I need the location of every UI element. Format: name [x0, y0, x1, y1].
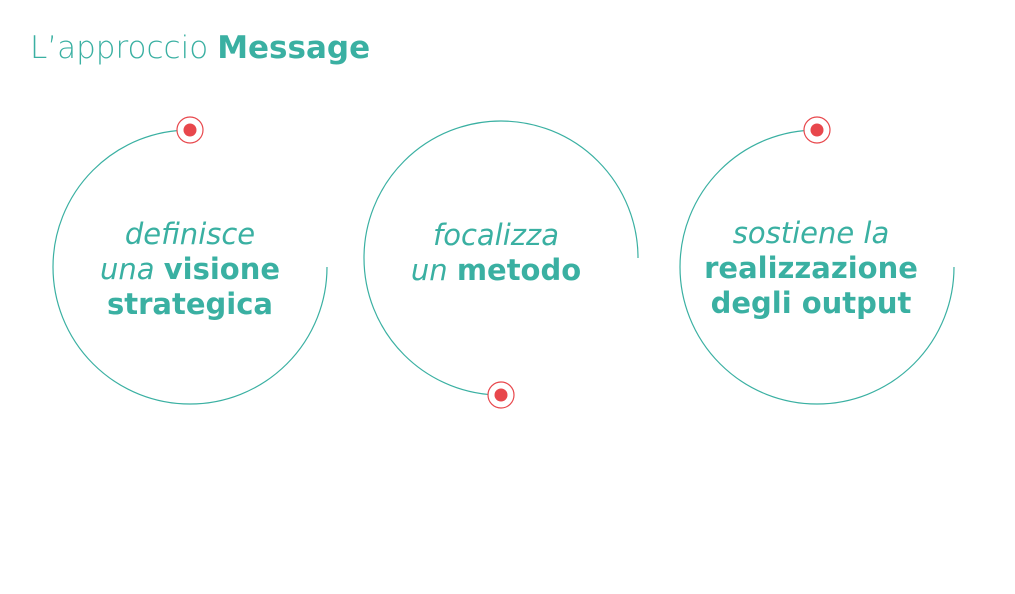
step-1-article: una — [99, 252, 155, 286]
step-2-line-2: un metodo — [366, 253, 626, 288]
step-3-keyword-1: realizzazione — [704, 251, 918, 285]
step-3-line-3: degli output — [681, 286, 941, 321]
step-2-verb: focalizza — [433, 218, 559, 252]
step-1-line-3: strategica — [60, 287, 320, 322]
step-2-keyword: metodo — [456, 253, 582, 287]
step-1-text: definisce una visione strategica — [60, 217, 320, 322]
step-1-verb: definisce — [124, 217, 256, 251]
step-3-keyword-2: degli output — [710, 286, 912, 320]
step-3-line-2: realizzazione — [681, 251, 941, 286]
circle-arc-2 — [363, 120, 639, 396]
red-dot-icon-2 — [487, 381, 515, 409]
red-dot-icon-3 — [803, 116, 831, 144]
step-2-line-1: focalizza — [366, 218, 626, 253]
red-dot-icon-1 — [176, 116, 204, 144]
step-3-text: sostiene la realizzazione degli output — [681, 216, 941, 321]
page-title-light: L’approccio — [30, 30, 209, 66]
step-1-keyword-1: visione — [163, 252, 281, 286]
step-2-text: focalizza un metodo — [366, 218, 626, 288]
step-2-article: un — [410, 253, 448, 287]
step-3-line-1: sostiene la — [681, 216, 941, 251]
step-3-verb: sostiene la — [732, 216, 890, 250]
page-title-bold: Message — [217, 30, 371, 66]
step-1-line-1: definisce — [60, 217, 320, 252]
circle-arc-1 — [52, 129, 328, 405]
circle-arc-3 — [679, 129, 955, 405]
step-1-keyword-2: strategica — [107, 287, 273, 321]
step-1-line-2: una visione — [60, 252, 320, 287]
